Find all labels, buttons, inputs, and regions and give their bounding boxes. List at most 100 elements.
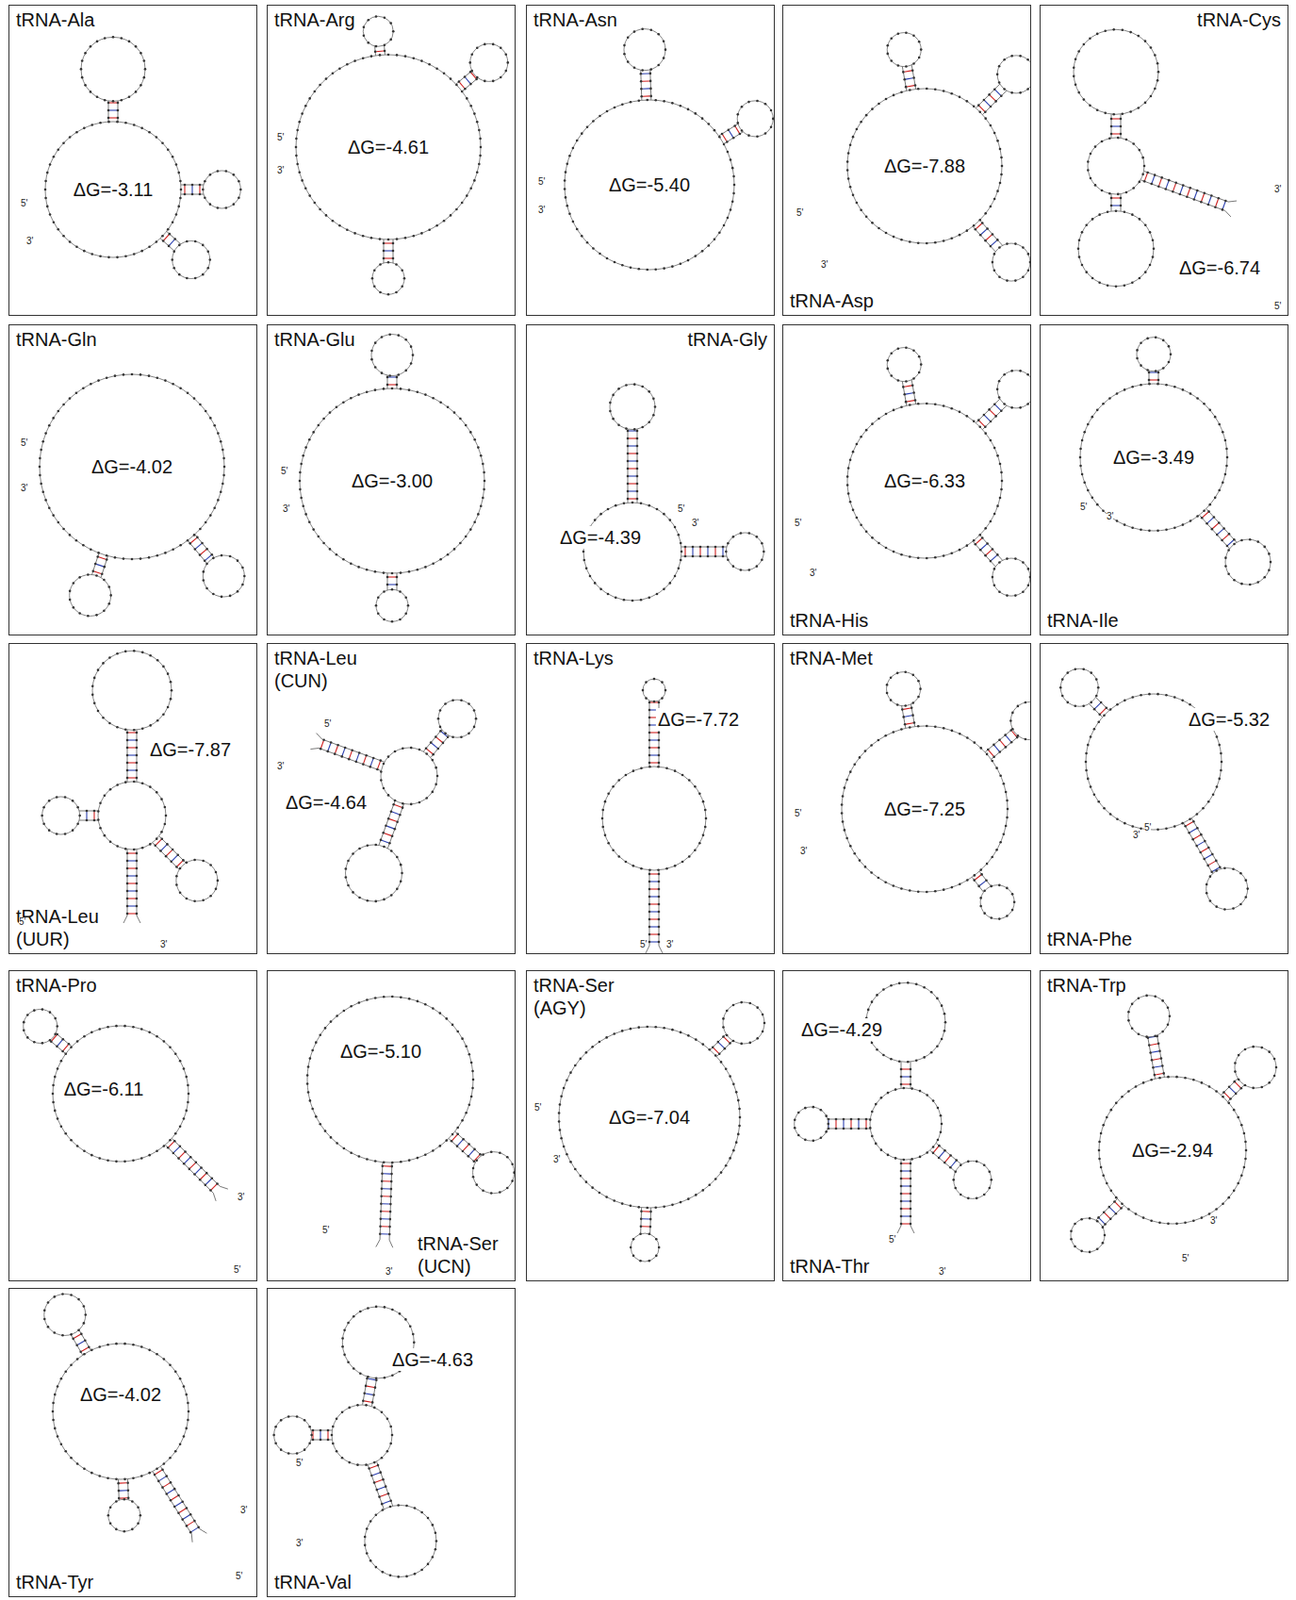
nucleotide	[388, 374, 392, 378]
nucleotide	[171, 220, 175, 224]
nucleotide	[1151, 255, 1155, 259]
nucleotide	[370, 349, 374, 353]
base-pair	[650, 872, 658, 874]
stem-strand	[1095, 696, 1109, 710]
base-pair	[650, 754, 658, 755]
nucleotide	[900, 727, 903, 731]
nucleotide	[39, 482, 43, 486]
nucleotide	[606, 257, 609, 261]
nucleotide	[435, 66, 439, 70]
nucleotide	[877, 227, 881, 230]
nucleotide	[135, 731, 139, 735]
nucleotide	[885, 359, 889, 362]
nucleotide	[98, 254, 102, 258]
nucleotide	[942, 89, 946, 93]
nucleotide	[653, 677, 657, 681]
nucleotide	[991, 547, 995, 551]
nucleotide	[407, 604, 411, 607]
nucleotide	[648, 754, 652, 757]
free-energy: ΔG=-4.64	[283, 790, 369, 814]
nucleotide	[966, 736, 969, 739]
nucleotide	[1146, 337, 1149, 341]
base-pair	[183, 185, 185, 194]
nucleotide	[648, 918, 652, 921]
nucleotide	[972, 104, 976, 108]
nucleotide	[1024, 701, 1028, 705]
nucleotide	[993, 131, 997, 135]
nucleotide	[698, 841, 702, 845]
nucleotide	[1139, 383, 1143, 387]
nucleotide	[1074, 704, 1078, 707]
nucleotide	[89, 90, 93, 94]
nucleotide	[1146, 368, 1149, 372]
nucleotide	[841, 820, 845, 823]
loop	[1010, 702, 1031, 740]
nucleotide	[404, 236, 408, 240]
base-pair	[196, 543, 202, 549]
nucleotide	[38, 457, 42, 460]
base-pair	[386, 825, 394, 829]
base-pair	[976, 223, 983, 229]
nucleotide	[999, 840, 1002, 844]
nucleotide	[379, 778, 383, 782]
nucleotide	[1086, 743, 1090, 747]
nucleotide	[78, 575, 82, 579]
nucleotide	[101, 661, 105, 665]
nucleotide	[847, 151, 851, 155]
nucleotide	[1215, 735, 1219, 739]
nucleotide	[126, 731, 130, 735]
nucleotide	[132, 649, 136, 653]
stem-strand	[79, 810, 99, 812]
nucleotide	[179, 891, 182, 895]
nucleotide	[71, 799, 75, 803]
nucleotide	[1211, 527, 1214, 531]
nucleotide	[657, 761, 661, 765]
nucleotide	[451, 735, 455, 739]
nucleotide	[304, 512, 308, 516]
nucleotide	[107, 256, 111, 260]
secondary-structure	[9, 5, 257, 315]
nucleotide	[171, 848, 175, 852]
nucleotide	[383, 16, 387, 19]
nucleotide	[139, 557, 143, 560]
nucleotide	[172, 266, 176, 270]
nucleotide	[115, 652, 119, 656]
loop	[295, 54, 481, 240]
loop	[345, 844, 403, 902]
nucleotide	[611, 417, 615, 421]
nucleotide	[966, 543, 969, 547]
nucleotide	[865, 428, 869, 432]
nucleotide	[900, 405, 903, 409]
nucleotide	[989, 916, 993, 919]
five-prime-end: 5'	[277, 132, 284, 143]
nucleotide	[201, 244, 205, 247]
nucleotide	[431, 561, 435, 565]
nucleotide	[366, 843, 370, 847]
nucleotide	[677, 566, 681, 570]
stem-strand	[1158, 370, 1160, 384]
base-pair	[628, 429, 637, 431]
nucleotide	[671, 101, 674, 105]
base-pair	[128, 776, 136, 778]
nucleotide	[135, 882, 139, 886]
stem-strand	[1183, 822, 1214, 874]
base-pair	[691, 547, 693, 556]
nucleotide	[451, 698, 455, 702]
structure-panel: tRNA-ArgΔG=-4.615'3'	[266, 4, 516, 316]
panel-title: tRNA-Ala	[14, 8, 97, 32]
nucleotide	[338, 66, 342, 70]
nucleotide	[1171, 190, 1175, 194]
nucleotide	[644, 680, 648, 684]
nucleotide	[1149, 182, 1153, 186]
nucleotide	[847, 466, 851, 470]
free-energy: ΔG=-3.11	[71, 178, 156, 201]
nucleotide	[205, 562, 209, 566]
nucleotide	[362, 25, 366, 29]
nucleotide	[420, 231, 424, 235]
base-pair	[650, 880, 658, 882]
nucleotide	[1137, 106, 1141, 110]
nucleotide	[648, 746, 652, 750]
base-pair	[628, 437, 637, 439]
nucleotide	[435, 224, 439, 228]
nucleotide	[384, 823, 388, 827]
